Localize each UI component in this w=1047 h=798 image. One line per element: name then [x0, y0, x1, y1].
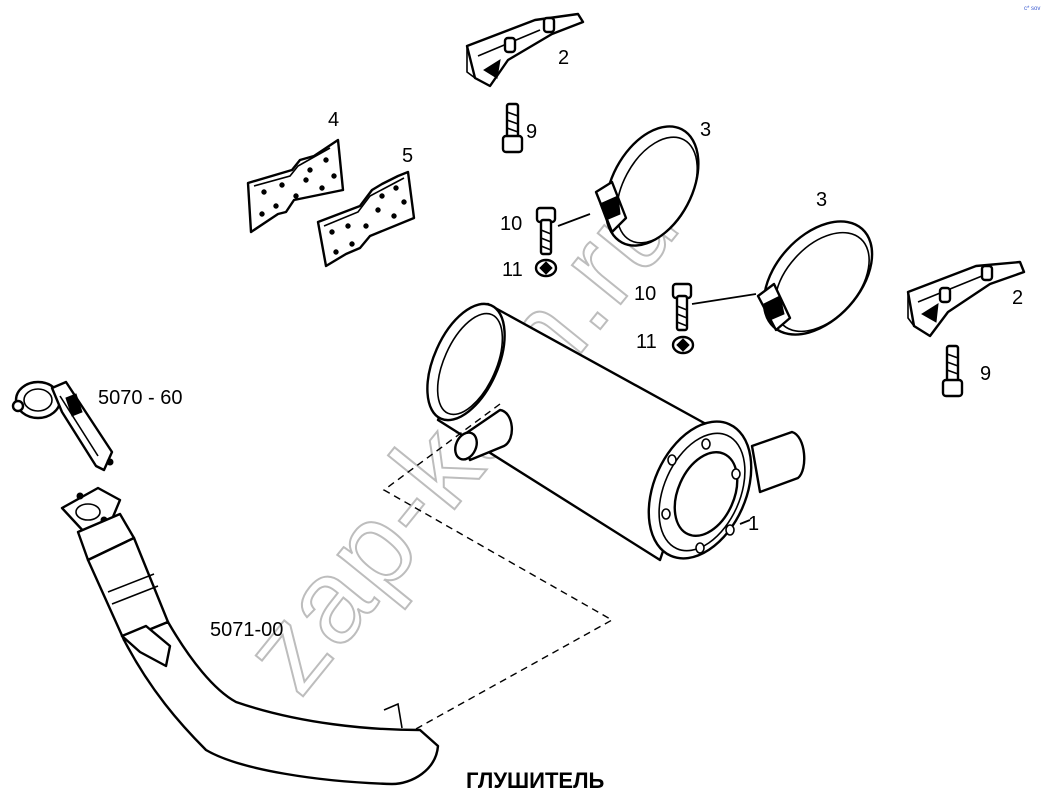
- label-gasket-4: 4: [328, 109, 339, 131]
- label-bolt-9-right: 9: [980, 363, 991, 385]
- clamp-top: [594, 125, 700, 247]
- leader-lines: [557, 213, 757, 525]
- corner-mark: c* sov: [1024, 6, 1040, 12]
- exhaust-pipe-5071: [60, 486, 440, 786]
- label-bolt-10-left: 10: [500, 213, 522, 235]
- diagram-title: ГЛУШИТЕЛЬ: [466, 768, 605, 793]
- label-bracket-right: 2: [1012, 287, 1023, 309]
- flange-assembly-5070: [11, 380, 114, 472]
- label-assembly-5070: 5070 - 60: [98, 387, 183, 409]
- gasket-5: [316, 170, 416, 268]
- label-bolt-10-right: 10: [634, 283, 656, 305]
- bolt-10-left: [535, 206, 557, 256]
- bolt-9-right: [941, 344, 964, 398]
- nut-11-left: [534, 258, 558, 278]
- label-clamp-top: 3: [700, 119, 711, 141]
- clamp-right: [756, 220, 874, 336]
- muffler: [426, 302, 806, 562]
- label-nut-11-right: 11: [636, 331, 657, 353]
- bracket-top: [465, 12, 585, 88]
- bolt-10-right: [671, 282, 693, 332]
- gasket-4: [246, 138, 345, 234]
- label-clamp-right: 3: [816, 189, 827, 211]
- bolt-9-top: [501, 102, 524, 154]
- label-assembly-5071: 5071-00: [210, 619, 283, 641]
- label-nut-11-left: 11: [502, 259, 523, 281]
- label-gasket-5: 5: [402, 145, 413, 167]
- dashed-path: [382, 403, 614, 731]
- label-muffler: 1: [748, 513, 759, 535]
- bracket-right: [906, 260, 1026, 338]
- nut-11-right: [671, 335, 695, 355]
- label-bracket-top: 2: [558, 47, 569, 69]
- label-bolt-9-top: 9: [526, 121, 537, 143]
